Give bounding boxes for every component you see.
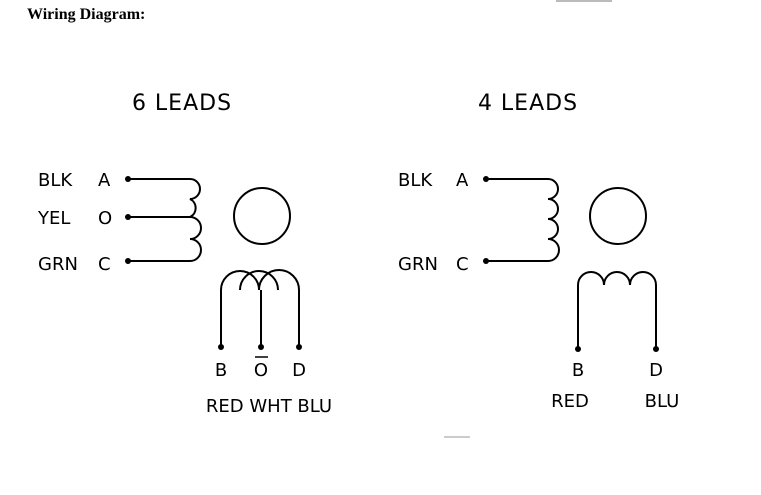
six-leads-dot-o-bottom [258, 344, 264, 350]
four-leads-dot-b [575, 346, 581, 352]
page-title: Wiring Diagram: [27, 6, 146, 23]
six-leads-rotor [233, 187, 291, 245]
four-leads-terminal-d: D [649, 360, 663, 381]
six-leads-terminal-o-bottom: O [254, 360, 268, 381]
four-leads-wire-blu: BLU [645, 391, 680, 412]
four-leads-heading: 4 LEADS [478, 91, 578, 116]
four-leads-wire-blk: BLK [398, 170, 433, 191]
four-leads-wire-red: RED [551, 391, 589, 412]
four-leads-terminal-c: C [456, 254, 469, 275]
four-leads-diagram: 4 LEADS BLK A GRN C B D RED BLU [398, 91, 679, 412]
four-leads-dot-d [653, 346, 659, 352]
six-leads-horizontal-coil [220, 269, 300, 346]
six-leads-wire-grn: GRN [38, 254, 78, 275]
six-leads-wire-yel: YEL [37, 208, 70, 229]
six-leads-terminal-o: O [98, 208, 112, 229]
six-leads-terminal-c: C [98, 254, 111, 275]
six-leads-wire-blk: BLK [38, 170, 73, 191]
six-leads-dot-d [296, 344, 302, 350]
six-leads-vertical-coil [189, 178, 202, 262]
four-leads-wire-grn: GRN [398, 254, 438, 275]
four-leads-lead-lines [486, 178, 548, 262]
six-leads-bottom-wires: RED WHT BLU [206, 396, 332, 417]
four-leads-terminal-a: A [456, 170, 469, 191]
six-leads-lead-lines [128, 178, 190, 262]
six-leads-terminal-a: A [98, 170, 111, 191]
six-leads-heading: 6 LEADS [132, 91, 232, 116]
four-leads-terminal-b: B [572, 360, 584, 381]
six-leads-terminal-b: B [215, 360, 227, 381]
six-leads-terminal-d: D [292, 360, 306, 381]
four-leads-horizontal-coil [577, 271, 657, 348]
four-leads-vertical-coil [547, 178, 560, 262]
six-leads-diagram: 6 LEADS BLK A YEL O GRN C B O D RED WHT … [37, 91, 332, 417]
four-leads-rotor [589, 187, 647, 245]
six-leads-dot-b [218, 344, 224, 350]
